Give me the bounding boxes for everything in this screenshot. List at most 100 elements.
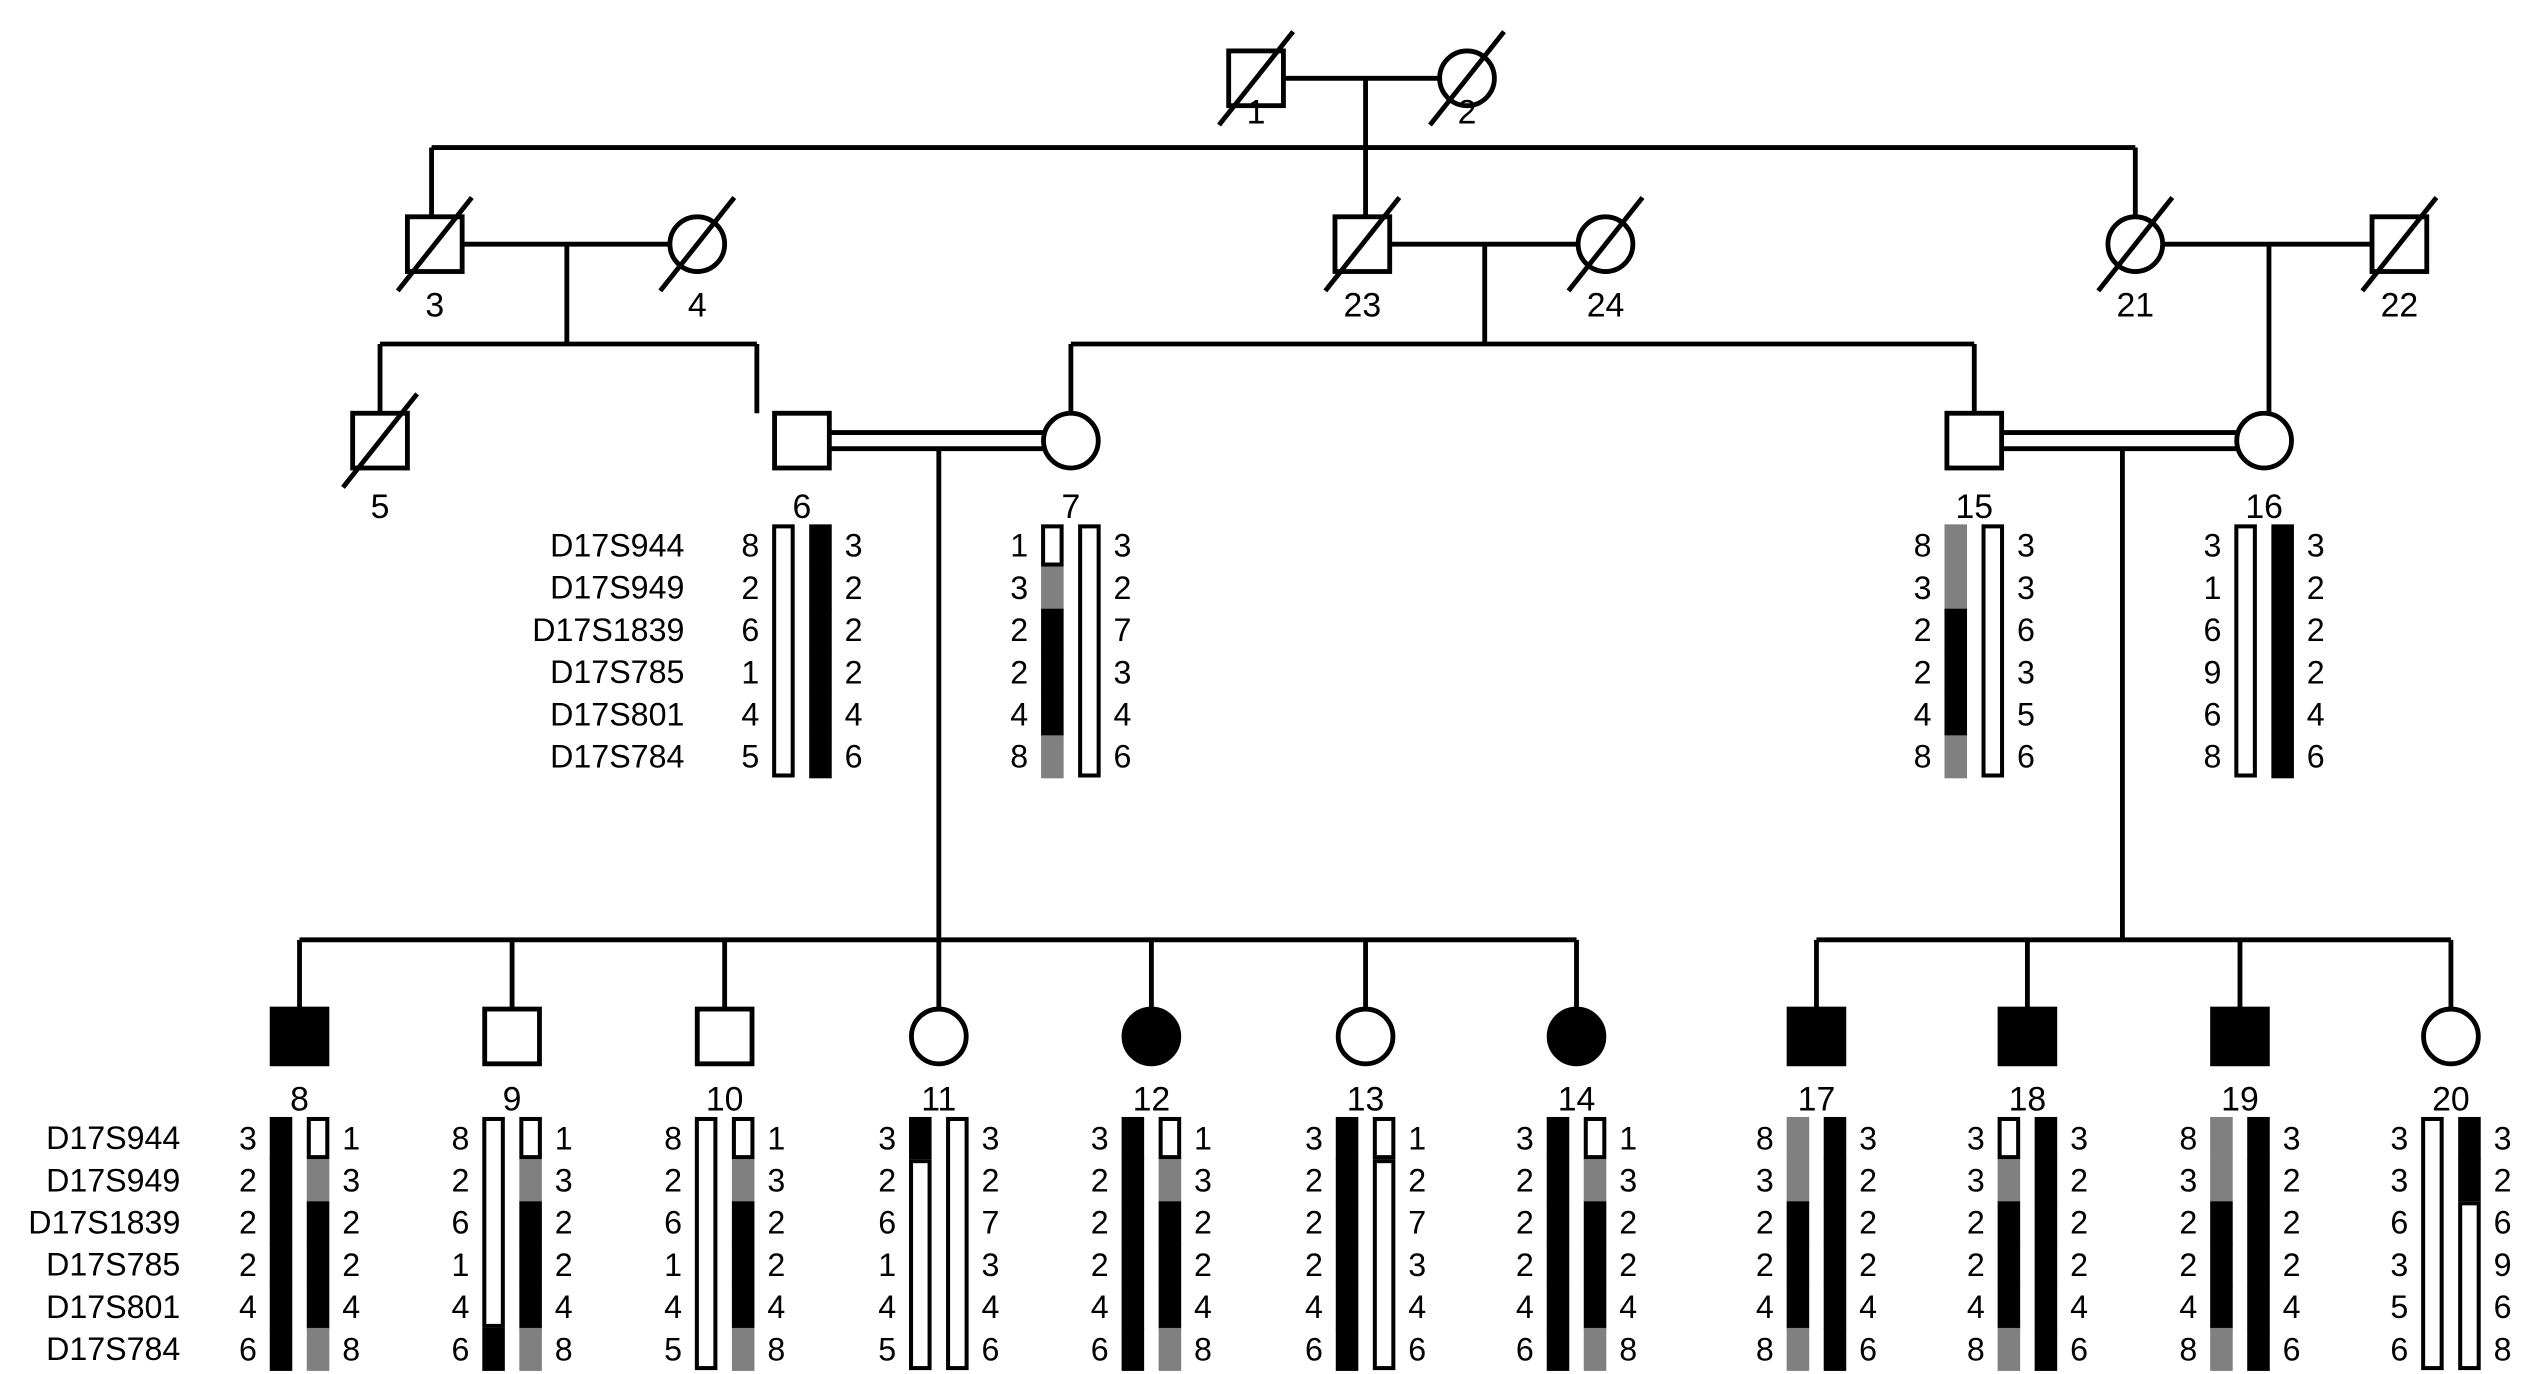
allele-value: 1 (555, 1120, 573, 1156)
haplotype-segment (2247, 1285, 2270, 1329)
allele-value: 2 (2070, 1163, 2088, 1199)
allele-value: 2 (2179, 1205, 2197, 1241)
allele-value: 2 (1010, 612, 1028, 648)
deceased-slash-icon (1428, 30, 1506, 127)
deceased-slash-icon (1566, 195, 1645, 293)
haplotype-outline (1583, 1116, 1607, 1160)
individual-14: 14 (1546, 1006, 1607, 1119)
individual-23: 23 (1323, 195, 1402, 325)
haplotype-segment (2458, 1159, 2481, 1203)
allele-value: 5 (2390, 1289, 2408, 1325)
haplotype-segment (731, 1159, 755, 1203)
allele-value: 2 (2307, 570, 2325, 606)
allele-value: 2 (1619, 1205, 1637, 1241)
haplotype-segment (2458, 1116, 2481, 1160)
allele-value: 1 (741, 654, 759, 690)
haplotype-segment (2034, 1243, 2058, 1287)
allele-value: 4 (239, 1289, 257, 1325)
allele-value: 8 (2179, 1120, 2197, 1156)
individual-label: 18 (2009, 1081, 2047, 1119)
haplotype-segment (809, 608, 832, 652)
haplotype-segment (306, 1327, 330, 1371)
allele-value: 3 (1114, 528, 1132, 564)
individual-label: 19 (2221, 1081, 2259, 1119)
haplotype-blocks: 8261453222461322483273468322483363563169… (239, 524, 2512, 1371)
allele-value: 2 (2179, 1247, 2197, 1283)
allele-value: 4 (981, 1289, 999, 1325)
haplotype-segment (2271, 735, 2294, 779)
allele-value: 8 (1914, 739, 1932, 775)
allele-value: 4 (1114, 696, 1132, 732)
female-symbol (1335, 1006, 1396, 1067)
haplotype-segment (1335, 1327, 1359, 1371)
allele-value: 2 (2283, 1247, 2301, 1283)
haplotype-segment (1823, 1285, 1847, 1329)
allele-value: 8 (1010, 739, 1028, 775)
allele-value: 8 (342, 1331, 360, 1367)
female-symbol (1546, 1006, 1607, 1067)
haplotype-segment (1786, 1243, 1810, 1287)
allele-value: 8 (767, 1331, 785, 1367)
allele-value: 2 (2307, 654, 2325, 690)
allele-value: 3 (1408, 1247, 1426, 1283)
allele-value: 8 (1756, 1331, 1774, 1367)
haplotype-segment (1121, 1159, 1145, 1203)
individual-13: 13 (1335, 1006, 1396, 1119)
allele-value: 6 (1408, 1331, 1426, 1367)
individual-22: 22 (2360, 195, 2439, 325)
male-symbol (482, 1006, 542, 1067)
allele-value: 8 (555, 1331, 573, 1367)
individual-17: 17 (1786, 1006, 1847, 1119)
haplotype-segment (2034, 1285, 2058, 1329)
haplotype-segment (909, 1116, 932, 1160)
male-symbol (1944, 410, 2005, 471)
allele-value: 6 (2204, 696, 2222, 732)
haplotype-segment (269, 1327, 293, 1371)
haplotype-segment (809, 650, 832, 694)
allele-value: 2 (845, 654, 863, 690)
allele-value: 2 (767, 1247, 785, 1283)
haplotype-segment (1546, 1116, 1570, 1160)
haplotype-segment (809, 693, 832, 737)
haplotype-segment (1158, 1159, 1182, 1203)
haplotype-segment (269, 1201, 293, 1245)
individual-8: 8 (269, 1006, 330, 1119)
haplotype-segment (1583, 1243, 1607, 1287)
haplotype-segment (2210, 1243, 2233, 1287)
marker-label-D17S801: D17S801 (550, 696, 684, 732)
allele-value: 3 (2390, 1163, 2408, 1199)
individual-2: 2 (1428, 30, 1506, 131)
haplotype-segment (1997, 1285, 2021, 1329)
marker-label-D17S785: D17S785 (46, 1247, 180, 1283)
haplotype-outline (1041, 524, 1064, 567)
haplotype-segment (1158, 1201, 1182, 1245)
haplotype-segment (2247, 1159, 2270, 1203)
haplotype-segment (1546, 1285, 1570, 1329)
allele-value: 3 (878, 1120, 896, 1156)
allele-value: 2 (555, 1205, 573, 1241)
haplotype-segment (1335, 1201, 1359, 1245)
allele-value: 4 (845, 696, 863, 732)
haplotype-segment (2034, 1201, 2058, 1245)
allele-value: 8 (1967, 1331, 1985, 1367)
haplotype-outline (1372, 1159, 1396, 1371)
haplotype-segment (1546, 1327, 1570, 1371)
allele-value: 3 (1114, 654, 1132, 690)
individual-label: 20 (2432, 1081, 2470, 1119)
allele-value: 4 (1859, 1289, 1877, 1325)
haplotype-segment (306, 1159, 330, 1203)
haplotype-segment (1335, 1243, 1359, 1287)
haplotype-segment (809, 566, 832, 610)
allele-value: 1 (767, 1120, 785, 1156)
allele-value: 2 (1516, 1247, 1534, 1283)
allele-value: 3 (2390, 1247, 2408, 1283)
allele-value: 3 (845, 528, 863, 564)
allele-value: 6 (2070, 1331, 2088, 1367)
allele-value: 4 (2283, 1289, 2301, 1325)
